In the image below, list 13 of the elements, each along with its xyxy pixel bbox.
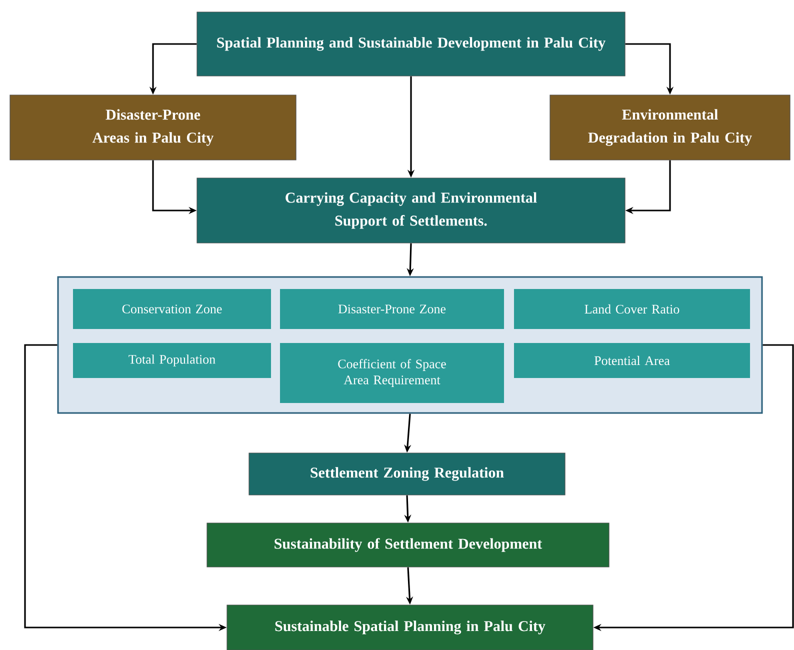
process-box: Settlement Zoning Regulation — [248, 452, 566, 496]
factor-box: Total Population — [73, 343, 271, 378]
heading-box: Spatial Planning and Sustainable Development in Palu City — [196, 12, 626, 76]
factor-box: Conservation Zone — [73, 289, 271, 329]
factor-box: Land Cover Ratio — [514, 289, 750, 329]
factor-box: Coefficient of Space Area Requirement — [280, 343, 504, 403]
cause-box: Environmental Degradation in Palu City — [550, 94, 790, 160]
cause-box: Disaster-Prone Areas in Palu City — [10, 94, 296, 160]
process-box: Sustainability of Settlement Development — [206, 522, 610, 568]
outcome-box: Sustainable Spatial Planning in Palu City — [226, 604, 594, 650]
factor-box: Potential Area — [514, 343, 750, 378]
factor-box: Disaster-Prone Zone — [280, 289, 504, 329]
heading-box: Carrying Capacity and Environmental Support of Settlements. — [196, 178, 626, 244]
